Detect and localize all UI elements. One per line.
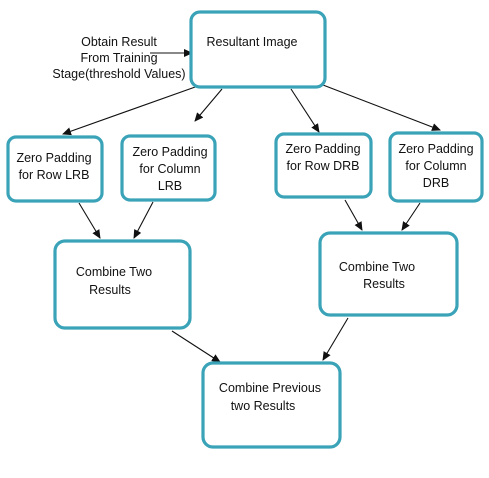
node-zero-padding-column-lrb-line-1: Zero Padding — [132, 145, 207, 159]
node-zero-padding-row-drb-line-1: Zero Padding — [285, 142, 360, 156]
node-zero-padding-column-drb-line-2: for Column — [405, 159, 466, 173]
training-stage-note: Obtain Result From Training Stage(thresh… — [52, 35, 185, 81]
node-zero-padding-row-lrb: Zero Padding for Row LRB — [6, 135, 104, 203]
node-resultant-image: Resultant Image — [189, 10, 327, 89]
arrow-resultant-to-zp-col-lrb — [194, 88, 223, 122]
arrow-resultant-to-zp-row-drb — [290, 88, 320, 133]
node-combine-two-results-lrb: Combine Two Results — [53, 239, 192, 330]
training-stage-note-line-3: Stage(threshold Values) — [52, 67, 185, 81]
node-zero-padding-column-drb-line-3: DRB — [423, 176, 449, 190]
arrow-combine-lrb-to-final — [171, 330, 221, 363]
arrow-zp-row-lrb-to-combine-lrb — [78, 202, 101, 239]
arrow-combine-drb-to-final — [322, 317, 349, 361]
arrow-zp-row-drb-to-combine-drb — [344, 199, 363, 231]
node-combine-two-results-drb-line-1: Combine Two — [339, 260, 415, 274]
node-zero-padding-row-drb-line-2: for Row DRB — [287, 159, 360, 173]
node-combine-previous-two-results-line-1: Combine Previous — [219, 381, 321, 395]
arrow-resultant-to-zp-col-drb — [322, 84, 441, 131]
node-zero-padding-column-lrb: Zero Padding for Column LRB — [120, 134, 217, 202]
training-stage-note-line-2: From Training — [80, 51, 157, 65]
node-zero-padding-row-lrb-line-1: Zero Padding — [16, 151, 91, 165]
node-combine-two-results-lrb-line-2: Results — [89, 283, 131, 297]
node-zero-padding-column-drb: Zero Padding for Column DRB — [388, 131, 484, 203]
arrow-zp-col-lrb-to-combine-lrb — [133, 201, 154, 239]
training-stage-note-line-1: Obtain Result — [81, 35, 157, 49]
node-zero-padding-column-lrb-line-3: LRB — [158, 179, 182, 193]
node-zero-padding-column-drb-line-1: Zero Padding — [398, 142, 473, 156]
edges — [62, 49, 441, 363]
node-combine-two-results-drb: Combine Two Results — [318, 231, 459, 317]
node-combine-previous-two-results: Combine Previous two Results — [201, 361, 342, 449]
node-zero-padding-row-drb: Zero Padding for Row DRB — [274, 132, 373, 199]
arrow-resultant-to-zp-row-lrb — [62, 85, 199, 136]
node-combine-two-results-drb-line-2: Results — [363, 277, 405, 291]
node-zero-padding-row-lrb-line-2: for Row LRB — [19, 168, 90, 182]
node-zero-padding-column-lrb-line-2: for Column — [139, 162, 200, 176]
node-combine-previous-two-results-line-2: two Results — [231, 399, 296, 413]
node-combine-two-results-lrb-line-1: Combine Two — [76, 265, 152, 279]
arrow-zp-col-drb-to-combine-drb — [401, 202, 421, 231]
node-resultant-image-line-1: Resultant Image — [206, 35, 297, 49]
